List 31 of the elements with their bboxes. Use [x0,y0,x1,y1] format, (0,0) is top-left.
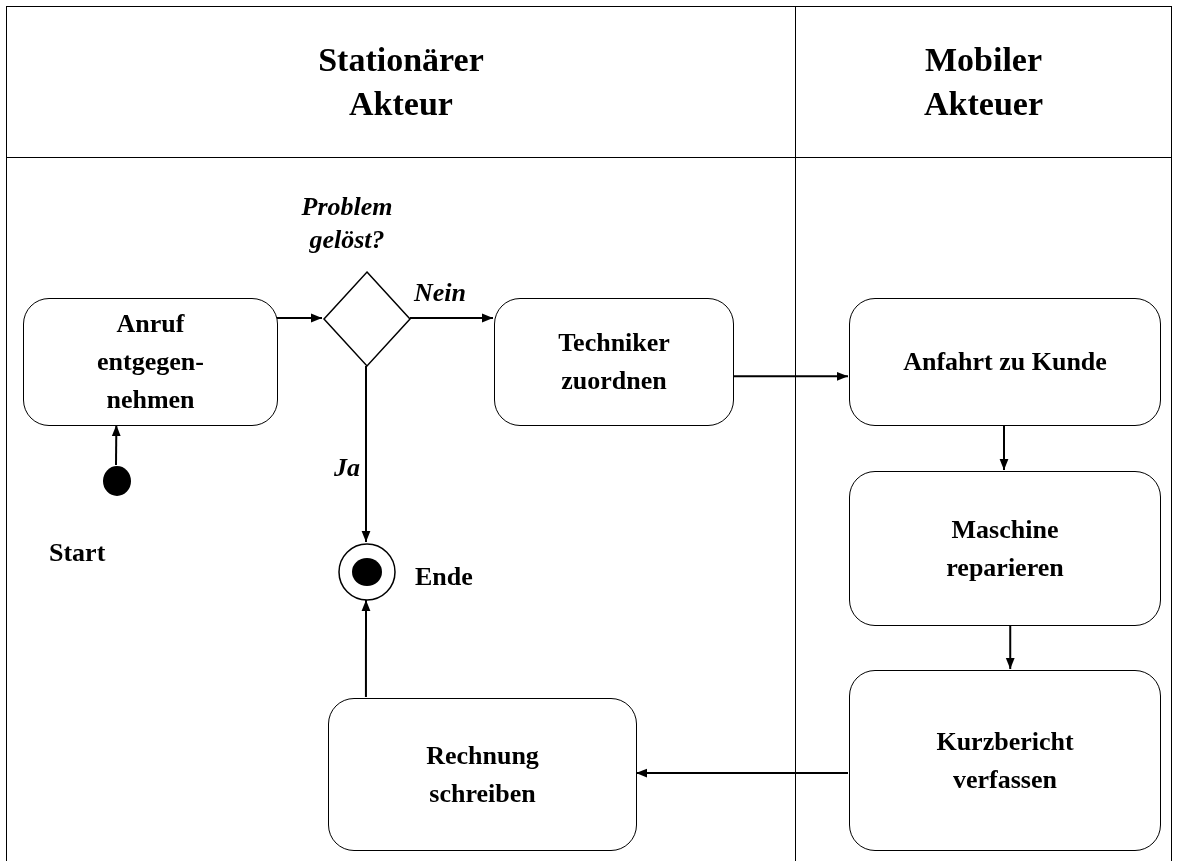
activity-label: Anruf entgegen- nehmen [96,308,205,416]
activity-label: Maschine reparieren [945,513,1065,584]
swimlane [6,6,795,861]
activity-label: Rechnung schreiben [425,739,540,810]
arrow [999,424,1009,471]
decision-diamond [323,271,411,367]
node-caption: Ende [415,561,474,593]
arrow [635,768,849,778]
activity-box [849,298,1161,426]
activity-label: Techniker zuordnen [557,327,671,397]
activity-label: Anfahrt zu Kunde [903,346,1107,379]
end-bullseye [338,543,396,601]
activity-box [849,670,1161,851]
activity-box [494,298,734,426]
activity-box [23,298,278,426]
arrow [111,424,121,466]
activity-box [849,471,1161,626]
swimlane [795,6,1172,861]
activity-box [328,698,637,851]
arrow [361,599,371,698]
activity-label: Kurzbericht verfassen [935,725,1075,796]
lane-header: Stationärer Akteur [317,39,485,124]
arrow [732,371,849,381]
lane-header: Mobiler Akteuer [923,39,1044,124]
arrow [409,313,494,323]
arrow [276,313,323,323]
node-caption: Start [49,537,107,569]
arrow [1005,624,1015,670]
start-dot [103,466,131,496]
decision-question: Problem gelöst? [300,191,394,256]
arrow [361,365,371,543]
